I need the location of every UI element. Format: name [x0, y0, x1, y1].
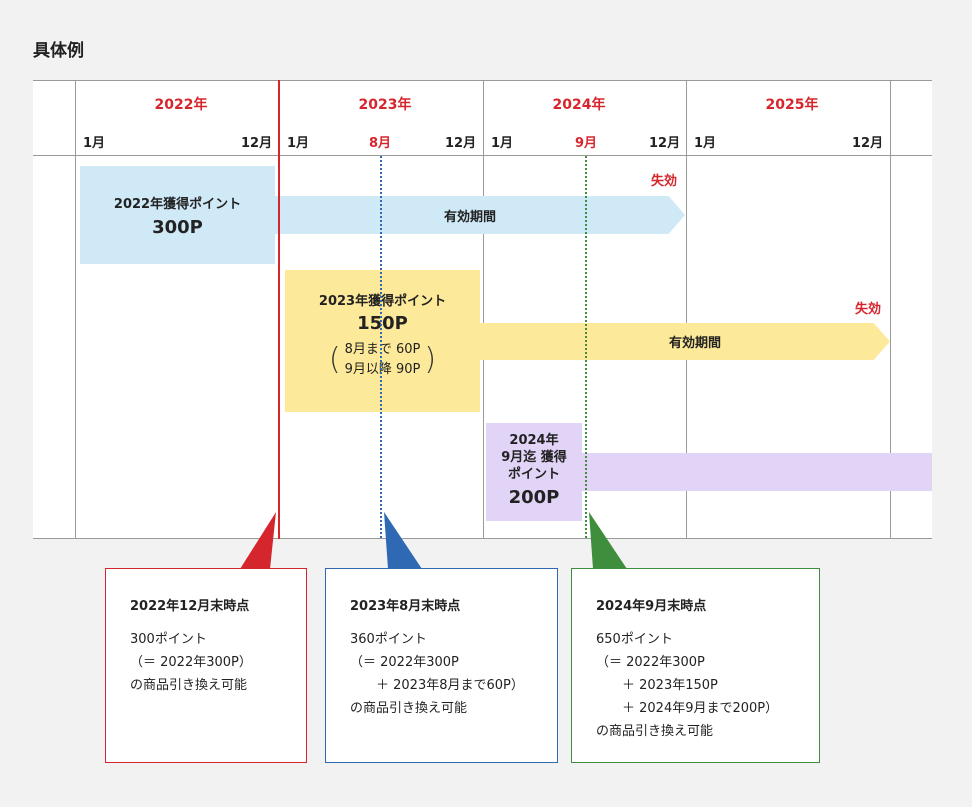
validity-bar-2023: 有効期間: [480, 323, 890, 360]
year-divider-2025-end: [890, 80, 891, 539]
month-label-2023-jan: 1月: [287, 136, 310, 151]
validity-bar-2024: [582, 453, 932, 491]
marker-line-2023-aug: [380, 156, 382, 538]
point-line1-2024: 2024年: [509, 433, 559, 448]
validity-label-2022: 有効期間: [443, 209, 496, 225]
month-label-2024-jan: 1月: [491, 136, 514, 151]
callout-2023-aug: 2023年8月末時点 360ポイント （＝ 2022年300P ＋ 2023年8…: [325, 568, 558, 763]
point-title-2023: 2023年獲得ポイント: [318, 294, 447, 309]
callout-line: の商品引き換え可能: [350, 701, 468, 716]
page-title: 具体例: [33, 41, 84, 61]
point-box-2023: 2023年獲得ポイント 150P ( 8月まで 60P 9月以降 90P ): [285, 270, 480, 412]
paren-close-icon: ): [424, 342, 437, 377]
point-note-2023-line1: 8月まで 60P: [344, 342, 421, 357]
point-box-2024: 2024年 9月迄 獲得 ポイント 200P: [486, 423, 582, 521]
point-note-lines-2023: 8月まで 60P 9月以降 90P: [345, 340, 421, 380]
point-amount-2022: 300P: [152, 217, 203, 238]
month-label-2023-aug: 8月: [369, 136, 392, 151]
callout-line: ＋ 2023年150P: [596, 678, 718, 693]
callout-line: （＝ 2022年300P: [350, 655, 459, 670]
month-label-2024-dec: 12月: [649, 136, 681, 151]
year-label-2023: 2023年: [358, 97, 412, 113]
callout-line: 650ポイント: [596, 632, 673, 647]
callout-line: の商品引き換え可能: [596, 724, 714, 739]
month-label-2025-dec: 12月: [852, 136, 884, 151]
point-note-2023-line2: 9月以降 90P: [344, 362, 421, 377]
point-line3-2024: ポイント: [507, 467, 560, 482]
month-label-2023-dec: 12月: [445, 136, 477, 151]
callout-pointer-green: [589, 512, 627, 569]
month-label-2025-jan: 1月: [694, 136, 717, 151]
point-title-2022: 2022年獲得ポイント: [113, 197, 242, 212]
year-label-2025: 2025年: [765, 97, 819, 113]
callout-line: （＝ 2022年300P）: [130, 655, 252, 670]
point-amount-2023: 150P: [357, 313, 408, 334]
callout-2022-dec: 2022年12月末時点 300ポイント （＝ 2022年300P） の商品引き換…: [105, 568, 307, 763]
marker-line-2022-dec: [278, 80, 280, 539]
callout-pointer-blue: [384, 512, 422, 569]
timeline-top-border: [33, 80, 932, 81]
validity-bar-2022: 有効期間: [275, 196, 685, 234]
callout-heading: 2022年12月末時点: [130, 599, 250, 614]
timeline-bottom-border: [33, 538, 932, 539]
callout-line: の商品引き換え可能: [130, 678, 248, 693]
point-box-2022: 2022年獲得ポイント 300P: [80, 166, 275, 264]
point-note-2023: ( 8月まで 60P 9月以降 90P ): [329, 340, 436, 380]
year-label-2024: 2024年: [552, 97, 606, 113]
callout-2024-sep: 2024年9月末時点 650ポイント （＝ 2022年300P ＋ 2023年1…: [571, 568, 820, 763]
callout-heading: 2023年8月末時点: [350, 599, 461, 614]
validity-label-2023: 有効期間: [668, 336, 721, 351]
year-divider-2025-start: [686, 80, 687, 539]
year-divider-2022-start: [75, 80, 76, 539]
point-line2-2024: 9月迄 獲得: [501, 450, 567, 465]
callout-pointer-red: [240, 512, 276, 569]
callout-line: （＝ 2022年300P: [596, 655, 705, 670]
year-divider-2024-start: [483, 80, 484, 539]
month-label-2022-dec: 12月: [241, 136, 273, 151]
timeline-header-divider: [33, 155, 932, 156]
callout-line: ＋ 2024年9月まで200P）: [596, 701, 779, 716]
point-amount-2024: 200P: [508, 487, 560, 508]
expire-label-2022: 失効: [651, 174, 678, 189]
callout-line: ＋ 2023年8月まで60P）: [350, 678, 524, 693]
marker-line-2024-sep: [585, 156, 587, 538]
month-label-2022-jan: 1月: [83, 136, 106, 151]
year-label-2022: 2022年: [154, 97, 208, 113]
month-label-2024-sep: 9月: [575, 136, 598, 151]
paren-open-icon: (: [328, 342, 341, 377]
expire-label-2023: 失効: [855, 302, 882, 317]
callout-line: 360ポイント: [350, 632, 427, 647]
callout-heading: 2024年9月末時点: [596, 599, 707, 614]
callout-line: 300ポイント: [130, 632, 207, 647]
